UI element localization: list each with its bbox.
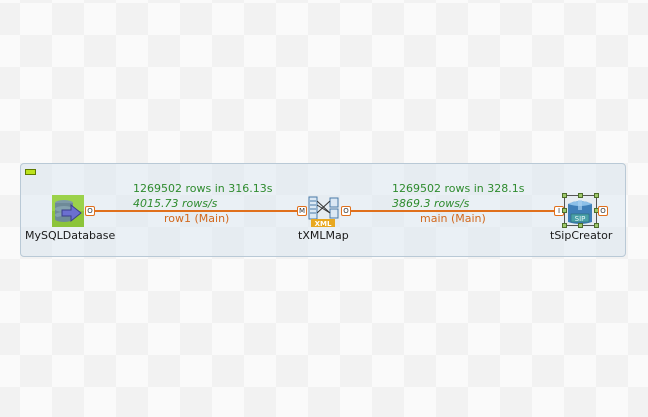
tsipcreator-output-connector[interactable]: O (598, 206, 608, 216)
svg-text:XML: XML (315, 220, 332, 228)
link-main-label[interactable]: main (Main) (420, 212, 486, 225)
xml-map-icon[interactable]: XML (308, 196, 340, 228)
txmlmap-input-connector[interactable]: M (297, 206, 307, 216)
link-main[interactable] (350, 210, 554, 212)
link-main-stats-rows: 1269502 rows in 328.1s (392, 182, 525, 195)
svg-text:SIP: SIP (575, 215, 586, 223)
resize-handle-sw[interactable] (562, 223, 567, 228)
mysql-database-input-icon[interactable] (52, 195, 84, 227)
resize-handle-nw[interactable] (562, 193, 567, 198)
mysqldatabase-label[interactable]: MySQLDatabase (25, 229, 116, 242)
tsipcreator-label[interactable]: tSipCreator (550, 229, 613, 242)
link-main-stats-rate: 3869.3 rows/s (392, 197, 470, 210)
txmlmap-label[interactable]: tXMLMap (298, 229, 349, 242)
mysqldatabase-output-connector[interactable]: O (85, 206, 95, 216)
link-row1-stats-rows: 1269502 rows in 316.13s (133, 182, 273, 195)
link-row1-label[interactable]: row1 (Main) (164, 212, 230, 225)
selection-box (564, 195, 597, 226)
txmlmap-output-connector[interactable]: O (341, 206, 351, 216)
resize-handle-w[interactable] (562, 208, 567, 213)
link-row1[interactable] (95, 210, 297, 212)
resize-handle-n[interactable] (578, 193, 583, 198)
link-row1-stats-rate: 4015.73 rows/s (133, 197, 218, 210)
resize-handle-s[interactable] (578, 223, 583, 228)
sip-box-icon[interactable]: SIP (564, 196, 596, 228)
resize-handle-ne[interactable] (594, 193, 599, 198)
collapse-toggle-icon[interactable] (25, 169, 36, 175)
resize-handle-se[interactable] (594, 223, 599, 228)
